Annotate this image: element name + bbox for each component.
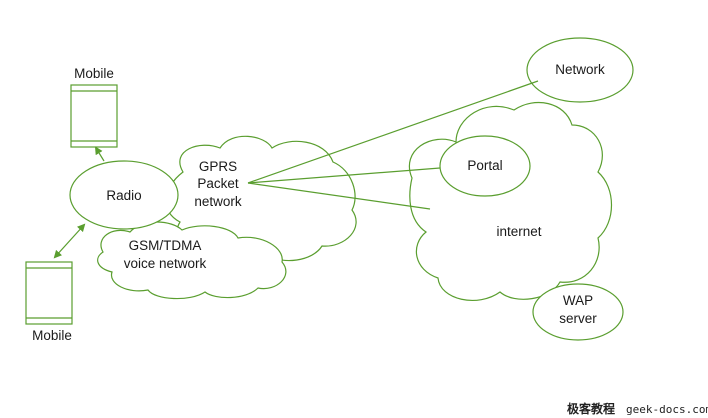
portal-label: Portal (467, 158, 502, 173)
mobile-device-bottom (25, 261, 73, 325)
watermark-site: geek-docs.com (626, 403, 708, 416)
network-node (526, 37, 634, 103)
arrow-radio-mobile-bottom (53, 223, 86, 259)
radio-node (69, 160, 179, 230)
radio-label: Radio (106, 188, 141, 203)
watermark-brand: 极客教程 (567, 401, 615, 416)
internet-label: internet (496, 224, 541, 239)
network-label: Network (555, 62, 605, 77)
internet-cloud (409, 101, 613, 301)
gprs-label-line2: Packet (197, 176, 239, 191)
arrow-radio-to-mobile-top (94, 146, 105, 162)
mobile-device-top (70, 84, 118, 148)
mobile-top-label: Mobile (74, 66, 114, 81)
portal-node (439, 135, 531, 197)
wap-server-node (532, 283, 624, 341)
wap-label-line2: server (559, 311, 597, 326)
connector-gprs-network (247, 80, 539, 184)
connector-gprs-portal (247, 167, 441, 184)
gsm-label-line1: GSM/TDMA (129, 238, 202, 253)
mobile-bottom-label: Mobile (32, 328, 72, 343)
wap-label-line1: WAP (563, 293, 593, 308)
gprs-label-line3: network (194, 194, 242, 209)
gsm-label-line2: voice network (124, 256, 207, 271)
gprs-label-line1: GPRS (199, 159, 237, 174)
connector-gprs-internet (247, 182, 431, 210)
gsm-cloud (97, 221, 287, 300)
